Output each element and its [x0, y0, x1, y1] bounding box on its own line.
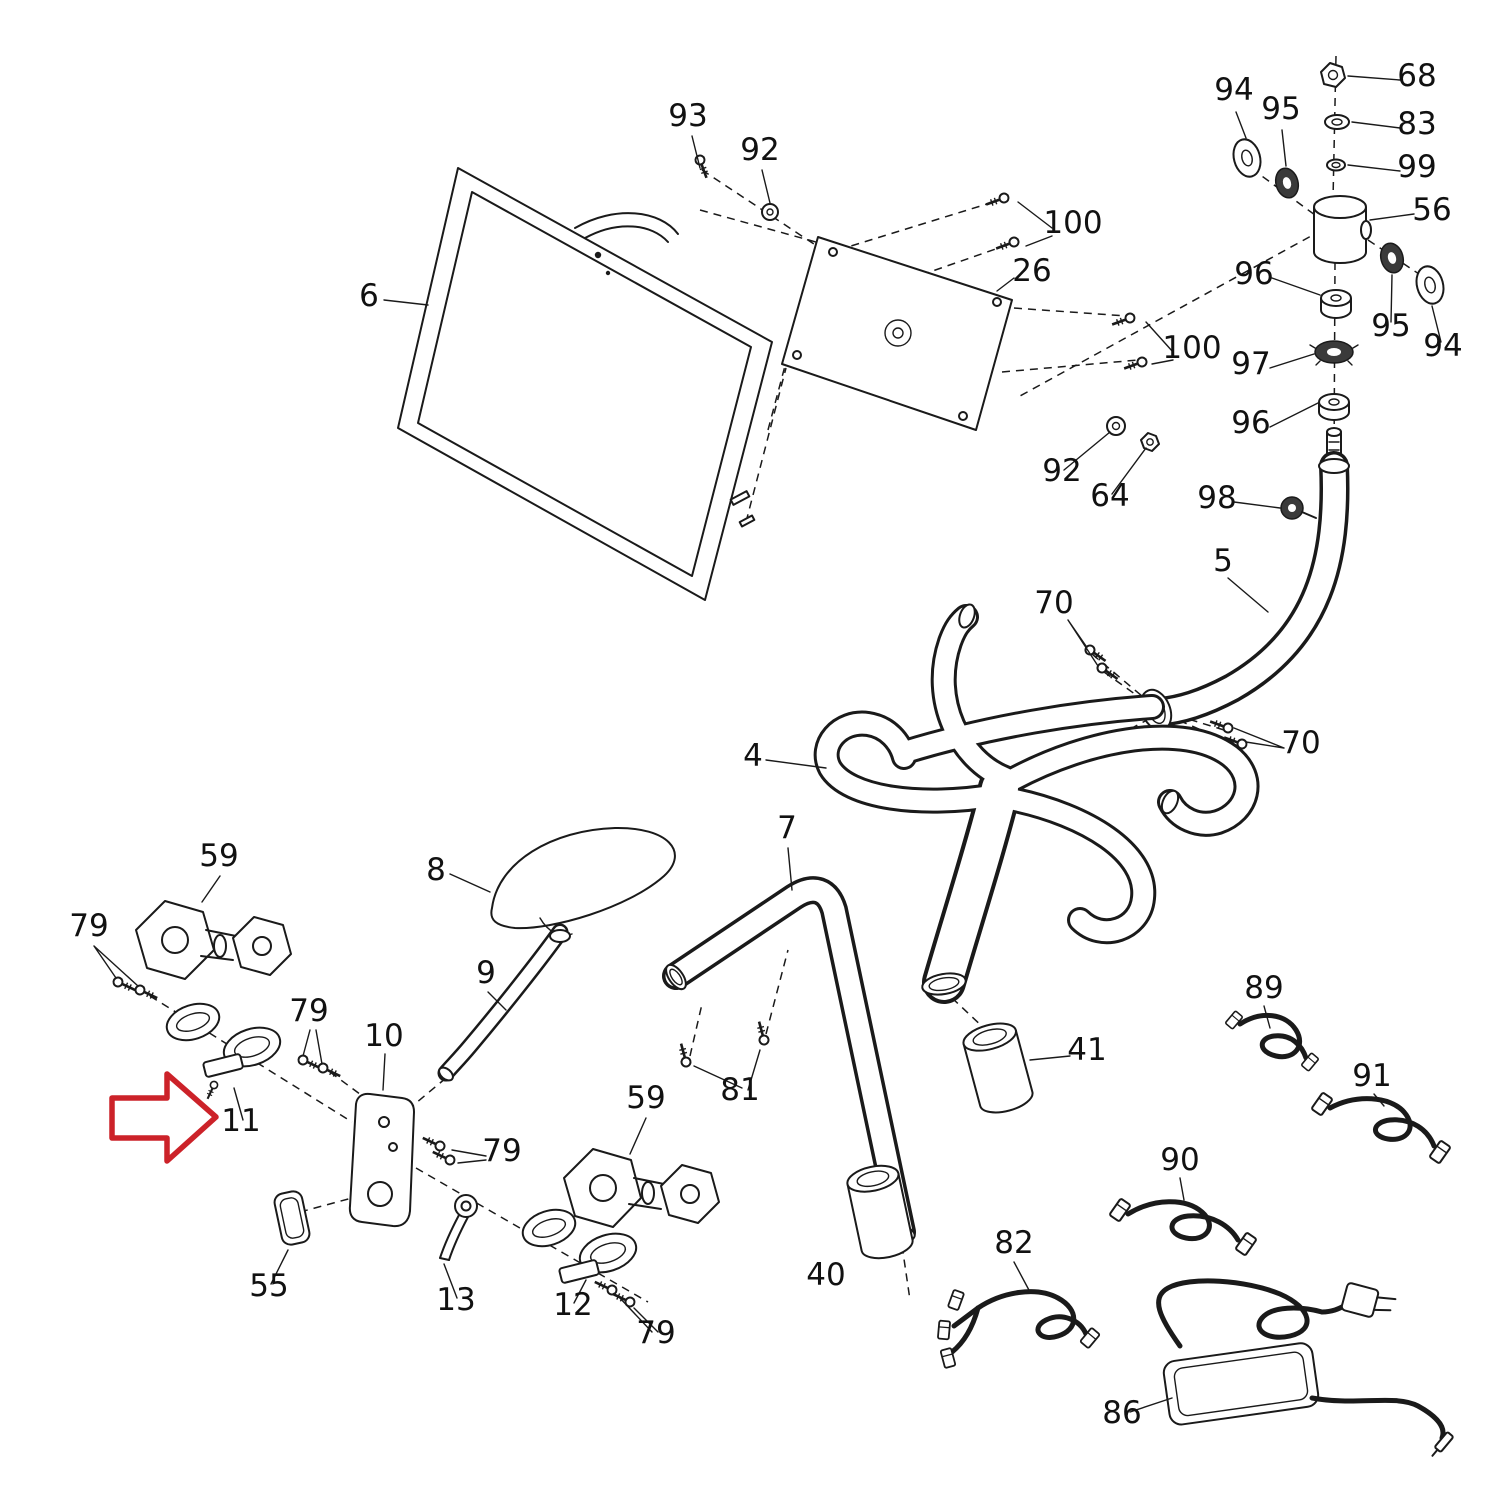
part-label-99: 99: [1397, 149, 1436, 185]
disc-94-left: [1232, 138, 1262, 178]
bracket-10: [348, 1092, 415, 1228]
part-labels: 68 83 99 94 95 56 96 95 94 97 96 93 92 1…: [69, 58, 1462, 1431]
washer-92-right: [1106, 416, 1126, 436]
part-label-11: 11: [221, 1103, 260, 1139]
part-label-96-2: 96: [1231, 405, 1270, 441]
part-label-10: 10: [364, 1018, 403, 1054]
part-label-81: 81: [720, 1072, 759, 1108]
camera-dot-icon: [594, 251, 602, 259]
power-adapter: [1156, 1278, 1454, 1457]
mounting-plate: [781, 236, 1013, 431]
part-label-93: 93: [668, 98, 707, 134]
seat: [490, 826, 676, 936]
part-label-64: 64: [1090, 478, 1129, 514]
part-label-9: 9: [476, 955, 496, 991]
part-label-83: 83: [1397, 106, 1436, 142]
part-label-79-3: 79: [482, 1133, 521, 1169]
part-label-79: 79: [69, 908, 108, 944]
part-label-96: 96: [1234, 256, 1273, 292]
part-label-86: 86: [1102, 1395, 1141, 1431]
cover-55: [273, 1190, 311, 1246]
washer-99: [1326, 158, 1346, 172]
cradle-12: [521, 1208, 638, 1284]
part-label-41: 41: [1067, 1032, 1106, 1068]
part-label-70-2: 70: [1281, 725, 1320, 761]
wall-plug-icon: [1340, 1282, 1397, 1318]
part-label-98: 98: [1197, 480, 1236, 516]
nut-68: [1320, 62, 1346, 88]
part-label-8: 8: [426, 852, 446, 888]
part-label-82: 82: [994, 1225, 1033, 1261]
part-label-79-4: 79: [636, 1315, 675, 1351]
part-label-92: 92: [740, 132, 779, 168]
cradle-11: [165, 1002, 282, 1102]
cable-82: [936, 1288, 1101, 1369]
seat-post: [437, 923, 571, 1082]
gear-spacer-97: [1309, 340, 1359, 366]
part-label-12: 12: [553, 1287, 592, 1323]
logo-icon: [884, 319, 912, 347]
part-label-59: 59: [199, 838, 238, 874]
part-label-95-2: 95: [1371, 308, 1410, 344]
sleeve-41: [962, 1022, 1034, 1114]
part-label-68: 68: [1397, 58, 1436, 94]
mic-dot-icon: [605, 270, 611, 276]
tablet-console: [397, 167, 773, 601]
part-label-89: 89: [1244, 970, 1283, 1006]
spacer-96-upper: [1320, 289, 1352, 319]
screw-93: [692, 152, 713, 181]
part-label-59-2: 59: [626, 1080, 665, 1116]
disc-94-right: [1415, 265, 1445, 305]
part-label-4: 4: [743, 738, 763, 774]
part-label-94-2: 94: [1423, 328, 1462, 364]
part-label-79-2: 79: [289, 993, 328, 1029]
sleeve-40: [846, 1164, 914, 1260]
cable-90: [1108, 1197, 1258, 1257]
post-screws-81: [675, 1019, 771, 1069]
part-label-5: 5: [1213, 543, 1233, 579]
part-label-6: 6: [359, 278, 379, 314]
part-label-26: 26: [1012, 253, 1051, 289]
dumbbell-upper: [135, 900, 292, 980]
part-label-100-2: 100: [1162, 330, 1221, 366]
part-label-56: 56: [1412, 192, 1451, 228]
part-label-7: 7: [777, 810, 797, 846]
part-label-94: 94: [1214, 72, 1253, 108]
part-label-92-2: 92: [1042, 453, 1081, 489]
highlight-arrow-icon: [109, 1071, 219, 1164]
console-post: [1139, 451, 1350, 732]
part-label-40: 40: [806, 1257, 845, 1293]
knurled-disc-95-left: [1274, 167, 1300, 199]
spacer-96-lower: [1318, 393, 1350, 421]
dumbbell-lower: [563, 1148, 720, 1228]
washer-92-top: [761, 203, 779, 221]
leader-lines: [93, 75, 1442, 1413]
part-label-95: 95: [1261, 91, 1300, 127]
part-label-100: 100: [1043, 205, 1102, 241]
part-label-91: 91: [1352, 1058, 1391, 1094]
part-label-13: 13: [436, 1282, 475, 1318]
pivot-clamp-56: [1313, 195, 1372, 264]
handlebar: [813, 603, 1260, 1004]
part-label-70: 70: [1034, 585, 1073, 621]
knurled-disc-95-right: [1379, 242, 1405, 274]
crank-hook-13: [439, 1194, 478, 1261]
bolt-98: [1280, 496, 1317, 520]
nut-64: [1140, 432, 1160, 452]
washer-83: [1324, 114, 1350, 130]
part-label-97: 97: [1231, 346, 1270, 382]
part-label-90: 90: [1160, 1142, 1199, 1178]
cable-89: [1224, 1009, 1320, 1073]
part-label-55: 55: [249, 1268, 288, 1304]
barrel-jack-icon: [1431, 1431, 1454, 1457]
